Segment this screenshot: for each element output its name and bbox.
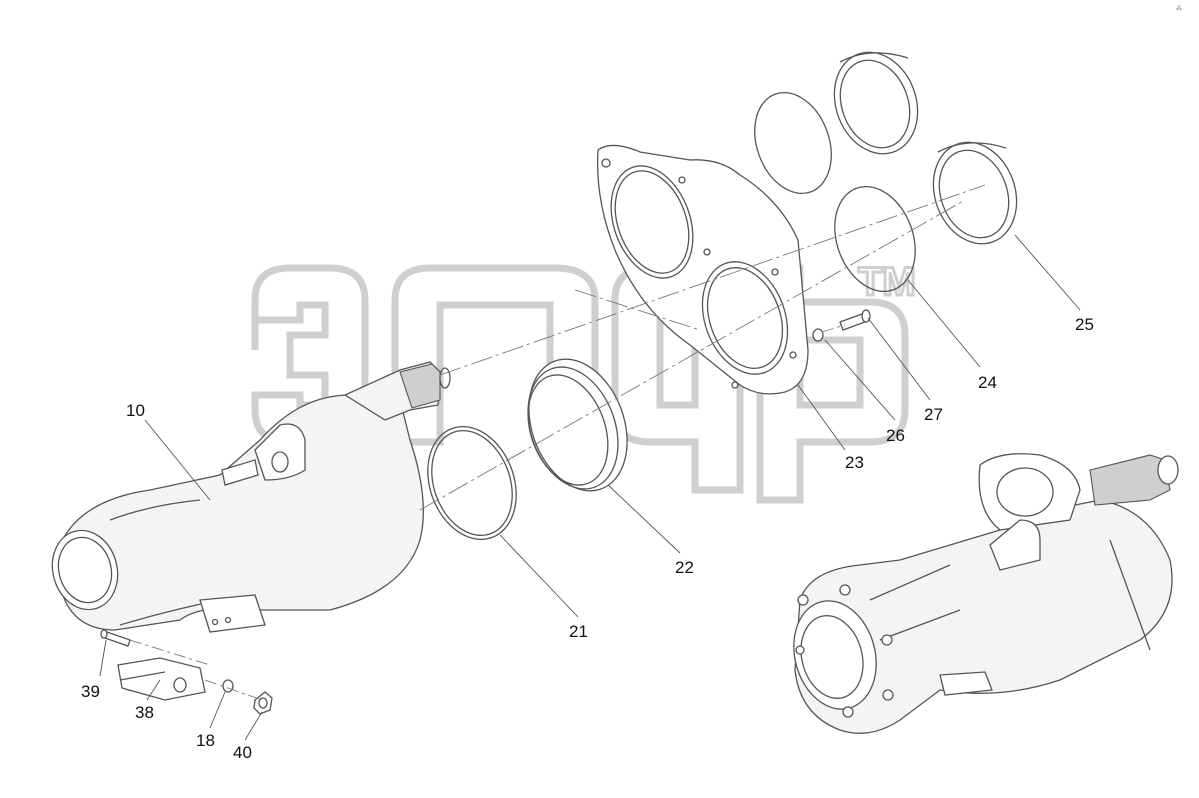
callout-27: 27: [924, 405, 943, 424]
part-10-housing: [51, 361, 451, 633]
callout-21: 21: [569, 622, 588, 641]
assembled-view: [793, 453, 1179, 734]
part-24-rings: [754, 91, 916, 293]
part-27-bolt: [839, 309, 871, 331]
part-21-o-ring: [427, 425, 517, 541]
callout-24: 24: [978, 373, 997, 392]
callout-18: 18: [196, 731, 215, 750]
corner-mark: ⁂: [1176, 6, 1182, 12]
callout-23: 23: [845, 453, 864, 472]
part-22-seal: [527, 358, 628, 492]
callout-10: 10: [126, 401, 145, 420]
callout-40: 40: [233, 743, 252, 762]
part-38-clamp: [117, 657, 206, 701]
part-26-washer: [812, 328, 824, 342]
callout-26: 26: [886, 426, 905, 445]
callout-39: 39: [81, 682, 100, 701]
watermark-trademark: TM: [858, 260, 916, 304]
callout-38: 38: [135, 703, 154, 722]
part-25-bushings: [833, 51, 1018, 245]
callout-25: 25: [1075, 315, 1094, 334]
part-23-gasket-plate: [596, 144, 809, 395]
leader-lines: [99, 184, 1081, 741]
part-18-washer: [222, 679, 234, 693]
callouts: 10 18 21 22 23 24 25 26 27 38 39 40: [81, 315, 1094, 762]
part-40-nut: [253, 691, 273, 715]
part-39-bolt: [100, 629, 131, 647]
callout-22: 22: [675, 558, 694, 577]
